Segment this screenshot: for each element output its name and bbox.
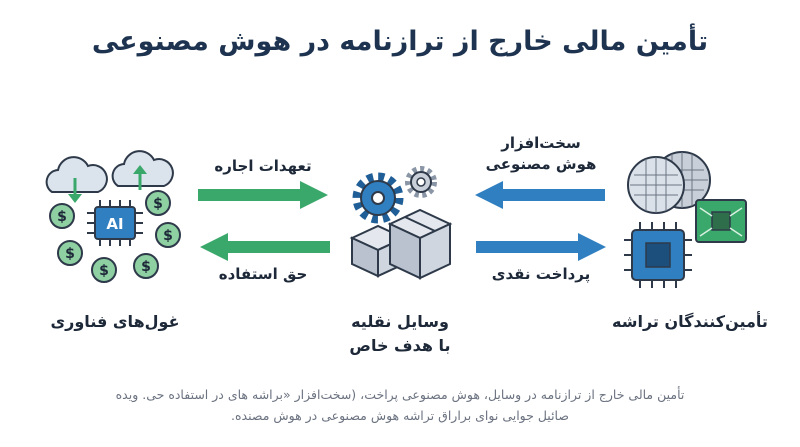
dollar-coin-icon: $ (49, 203, 75, 229)
lease-commitments-label: تعهدات اجاره (214, 157, 312, 175)
circuit-board-icon (695, 199, 747, 243)
ai-hardware-label-line2: هوش مصنوعی (485, 155, 597, 173)
ai-chip-icon: AI (87, 200, 143, 246)
dollar-coin-icon: $ (57, 240, 83, 266)
dollar-symbol: $ (99, 263, 109, 279)
download-arrow-icon (68, 178, 82, 203)
dollar-coin-icon: $ (133, 253, 159, 279)
arrow-lease-commitments (198, 181, 328, 209)
spv-label-line1: وسایل نقلیه (351, 312, 449, 331)
gear-icon (352, 172, 404, 224)
dollar-coin-icon: $ (145, 190, 171, 216)
dollar-symbol: $ (153, 196, 163, 212)
cash-payment-label: پرداخت نقدی (491, 265, 591, 283)
spv-label-line2: با هدف خاص (349, 336, 451, 355)
ai-hardware-label-line1: سخت‌افزار (501, 134, 581, 152)
arrow-ai-hardware (475, 181, 605, 209)
dollar-symbol: $ (141, 259, 151, 275)
dollar-symbol: $ (65, 246, 75, 262)
page-title: تأمین مالی خارج از ترازنامه در هوش مصنوع… (91, 26, 709, 57)
upload-arrow-icon (133, 165, 147, 190)
dollar-symbol: $ (57, 209, 67, 225)
box-icon (387, 208, 453, 280)
arrow-cash-payment (476, 233, 606, 261)
dollar-coin-icon: $ (91, 257, 117, 283)
spv-label: وسایل نقلیه با هدف خاص (330, 310, 470, 358)
tech-giants-label: غول‌های فناوری (50, 312, 180, 331)
chip-label: AI (106, 215, 123, 233)
processor-chip-icon (624, 222, 692, 288)
cloud-icon (45, 156, 108, 193)
gear-icon (405, 166, 437, 198)
dollar-symbol: $ (163, 228, 173, 244)
arrow-usage-rights (200, 233, 330, 261)
ai-hardware-label: سخت‌افزار هوش مصنوعی (474, 133, 608, 175)
chip-suppliers-label: تأمین‌کنندگان تراشه (612, 312, 768, 331)
dollar-coin-icon: $ (155, 222, 181, 248)
caption: تأمین مالی خارج از ترازنامه در وسایل، هو… (115, 387, 685, 423)
usage-rights-label: حق استفاده (218, 265, 308, 283)
silicon-wafer-icon (627, 156, 685, 214)
